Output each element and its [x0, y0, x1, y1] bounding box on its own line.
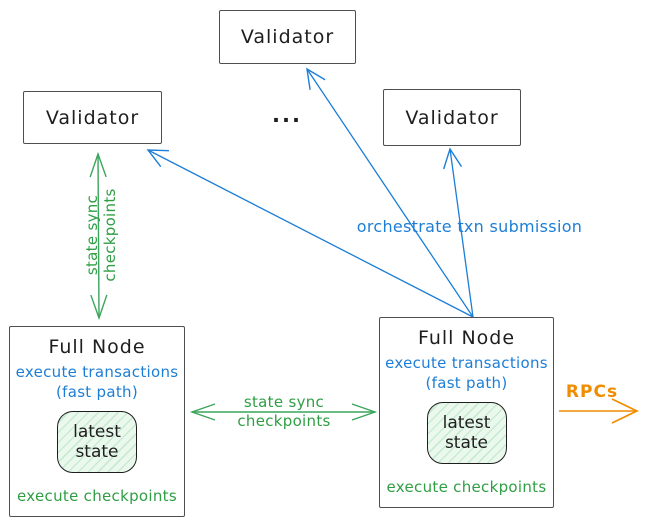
arrow-fullnode-to-validator-top [306, 67, 474, 318]
validators-ellipsis: ... [272, 103, 302, 127]
latest-state-line2: state [75, 442, 119, 462]
execute-transactions-line: execute transactions [15, 363, 179, 381]
validator-right-box: Validator [383, 89, 521, 146]
full-node-left-title: Full Node [48, 336, 146, 358]
arrow-fullnode-to-validator-left [146, 149, 474, 318]
full-node-left-latest-state-box: latest state [57, 411, 137, 473]
full-node-left-box: Full Node execute transactions (fast pat… [9, 326, 185, 517]
validator-left-box: Validator [23, 91, 162, 144]
fast-path-line: (fast path) [55, 382, 139, 401]
full-node-right-title: Full Node [417, 327, 516, 349]
full-node-left-execute-transactions: execute transactions (fast path) [16, 363, 179, 402]
state-sync-vertical-label: state sync checkpoints [83, 175, 119, 295]
state-sync-label-line2: checkpoints [101, 188, 119, 282]
state-sync-label-line1: state sync [243, 393, 325, 411]
state-sync-arrow-vertical [89, 151, 108, 321]
full-node-right-latest-state-box: latest state [426, 402, 507, 464]
rpcs-label: RPCs [565, 382, 619, 402]
orchestrate-txn-submission-label: orchestrate txn submission [356, 217, 583, 236]
latest-state-line1: latest [73, 421, 121, 442]
execute-transactions-line: execute transactions [385, 354, 548, 372]
state-sync-label-line1: state sync [83, 194, 101, 276]
state-sync-label-line2: checkpoints [237, 412, 331, 430]
orchestrate-txn-arrows [146, 67, 474, 318]
validator-top-label: Validator [240, 26, 335, 48]
full-node-right-execute-checkpoints: execute checkpoints [386, 478, 547, 496]
validator-top-box: Validator [219, 10, 356, 64]
full-node-left-execute-checkpoints: execute checkpoints [17, 487, 177, 505]
arrow-fullnode-to-validator-right [442, 147, 474, 318]
latest-state-line1: latest [442, 412, 491, 433]
full-node-right-execute-transactions: execute transactions (fast path) [385, 354, 548, 393]
latest-state-line2: state [444, 433, 489, 453]
full-node-right-box: Full Node execute transactions (fast pat… [379, 317, 554, 508]
state-sync-horizontal-label: state sync checkpoints [219, 393, 349, 431]
validator-left-label: Validator [45, 106, 140, 129]
validator-right-label: Validator [405, 106, 499, 129]
fast-path-line: (fast path) [425, 373, 508, 392]
